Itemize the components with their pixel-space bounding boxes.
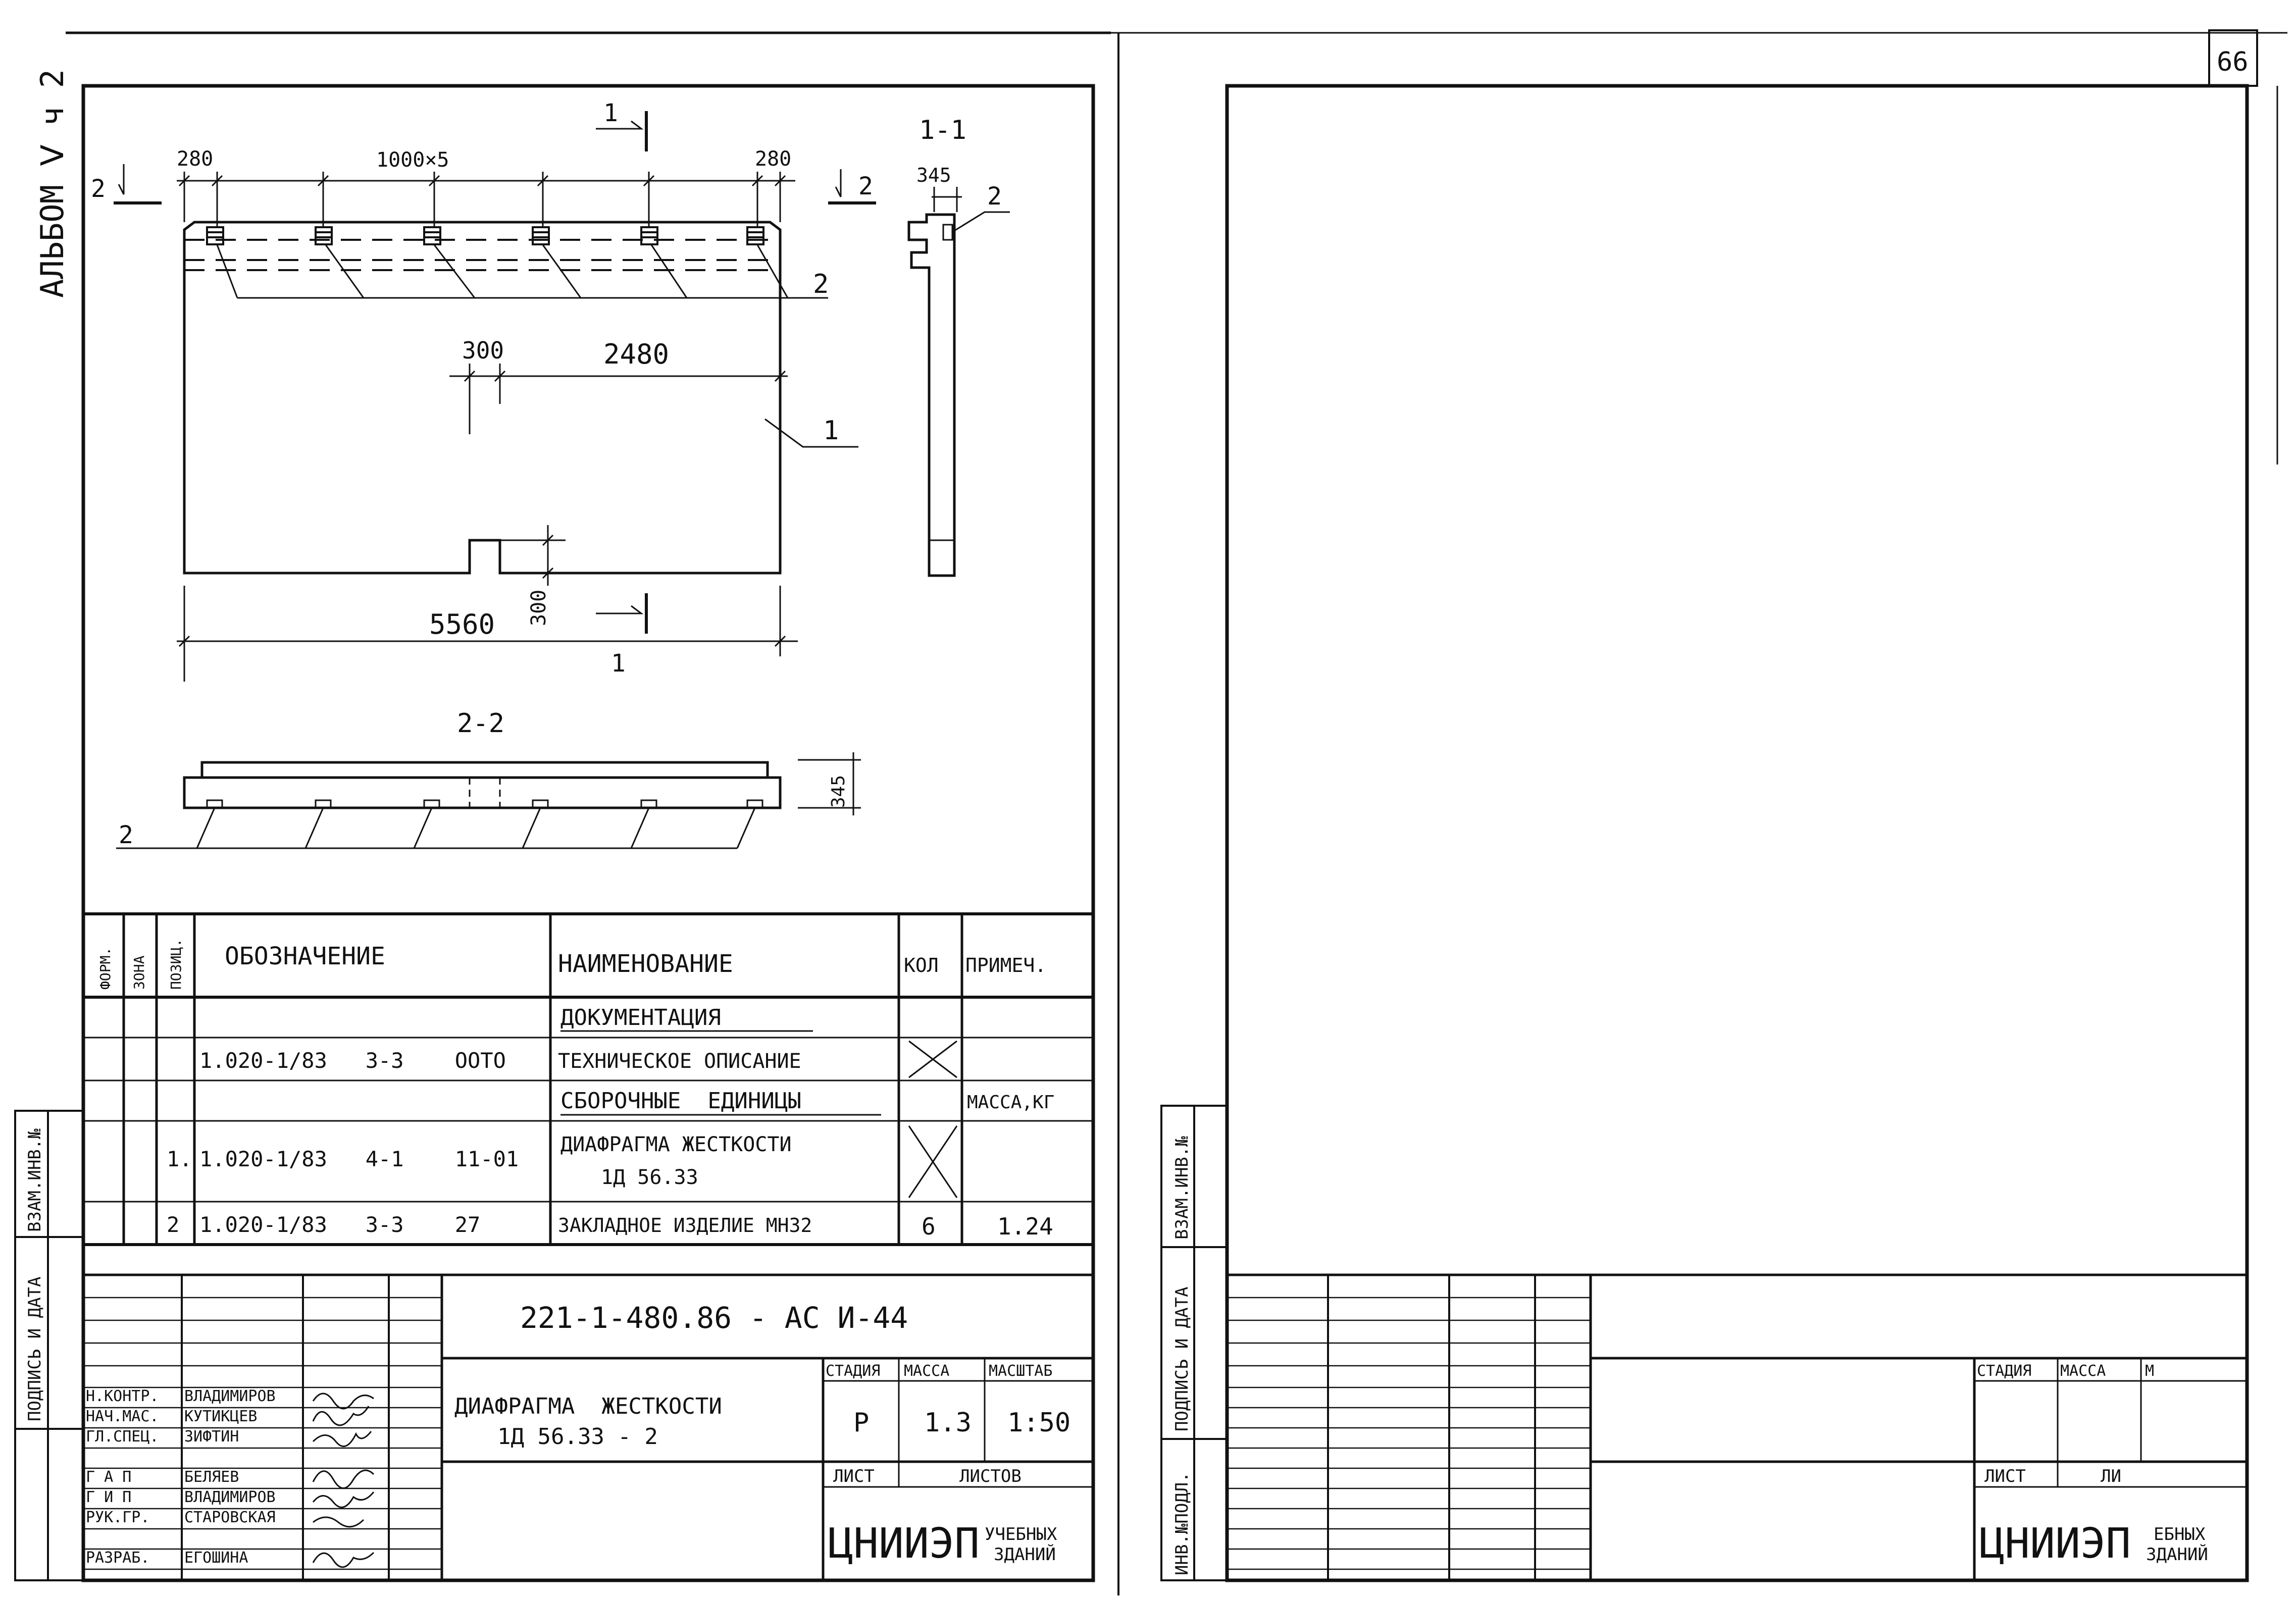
- section-2-2-title: 2-2: [457, 708, 504, 739]
- dim-2480: 2480: [603, 338, 669, 370]
- tb-title-line2: 1Д 56.33 - 2: [497, 1424, 658, 1450]
- tb-person-role: РАЗРАБ.: [86, 1549, 149, 1567]
- pos-leader-1: 1: [823, 416, 839, 446]
- tb-mass-label: МАССА: [904, 1362, 949, 1380]
- dim-300-notch: 300: [527, 590, 550, 626]
- section-1-1-pos2: 2: [987, 182, 1002, 211]
- tb-stage-value: Р: [853, 1408, 869, 1438]
- tb-people: Н.КОНТР. ВЛАДИМИРОВ НАЧ.МАС. КУТИКЦЕВ ГЛ…: [86, 1387, 276, 1567]
- right-stamp-podpis: ПОДПИСЬ И ДАТА: [1172, 1286, 1192, 1431]
- rtb-sheet-label: ЛИСТ: [1984, 1466, 2026, 1486]
- dim-280-left: 280: [177, 147, 213, 171]
- dim-345-plan: 345: [828, 775, 849, 808]
- tb-sheet-label: ЛИСТ: [833, 1466, 875, 1486]
- dim-1000x5: 1000×5: [376, 148, 449, 172]
- row2-name: ТЕХНИЧЕСКОЕ ОПИСАНИЕ: [558, 1050, 801, 1073]
- hdr-note: ПРИМЕЧ.: [965, 954, 1046, 976]
- cut-mark-2-right: 2: [858, 172, 873, 200]
- left-stamp-podpis: ПОДПИСЬ И ДАТА: [25, 1276, 45, 1421]
- pos-leader-2: 2: [813, 269, 829, 299]
- section-1-1-title: 1-1: [919, 115, 966, 145]
- row2-designation: 1.020-1/83 3-3 ООТО: [199, 1048, 506, 1073]
- right-side-stamp: [1160, 1105, 1228, 1581]
- sheet-frames: [66, 29, 2287, 1595]
- row4-name: ДИАФРАГМА ЖЕСТКОСТИ: [560, 1133, 792, 1156]
- row5-name: ЗАКЛАДНОЕ ИЗДЕЛИЕ МН32: [558, 1214, 812, 1236]
- tb-title-line1: ДИАФРАГМА ЖЕСТКОСТИ: [454, 1394, 722, 1419]
- tb-person-name: ВЛАДИМИРОВ: [184, 1488, 276, 1506]
- row4-designation: 1.020-1/83 4-1 11-01: [199, 1147, 519, 1171]
- row5-note: 1.24: [997, 1213, 1053, 1240]
- rtb-stage-label: СТАДИЯ: [1977, 1362, 2031, 1380]
- tb-person-role: РУК.ГР.: [86, 1509, 149, 1526]
- tb-sheets-label: ЛИСТОВ: [959, 1466, 1022, 1486]
- section-2-2-pos2: 2: [119, 821, 133, 849]
- tb-person-name: ВЛАДИМИРОВ: [184, 1387, 276, 1405]
- page-number: 66: [2217, 47, 2249, 77]
- section-1-1: [907, 187, 1010, 577]
- tb-mass-value: 1.3: [924, 1408, 972, 1438]
- tb-person-role: ГЛ.СПЕЦ.: [86, 1428, 159, 1446]
- signatures: [312, 1393, 375, 1568]
- tb-code: 221-1-480.86 - АС И-44: [520, 1301, 908, 1335]
- rtb-mass-label: МАССА: [2060, 1362, 2106, 1380]
- tb-person-role: НАЧ.МАС.: [86, 1408, 159, 1425]
- row5-pos: 2: [167, 1212, 179, 1237]
- hdr-qty: КОЛ: [904, 954, 939, 976]
- rtb-org-sub1: ЕБНЫХ: [2154, 1524, 2206, 1544]
- tb-org-sub2: ЗДАНИЙ: [994, 1544, 1056, 1565]
- rtb-org-sub2: ЗДАНИЙ: [2146, 1544, 2208, 1565]
- right-title-block-grid: [1227, 1273, 2247, 1580]
- left-side-stamp: [14, 1110, 84, 1581]
- tb-person-name: СТАРОВСКАЯ: [184, 1509, 276, 1526]
- row3-name: СБОРОЧНЫЕ ЕДИНИЦЫ: [560, 1088, 801, 1114]
- row4-pos: 1.: [167, 1147, 192, 1171]
- dim-345-section: 345: [916, 164, 951, 186]
- elevation-view: [114, 111, 876, 682]
- section-2-2: [116, 752, 861, 849]
- tb-scale-label: МАСШТАБ: [989, 1362, 1052, 1380]
- tb-person-name: ЕГОШИНА: [184, 1549, 248, 1567]
- hdr-zone: ЗОНА: [131, 955, 147, 990]
- tb-scale-value: 1:50: [1007, 1408, 1070, 1438]
- cut-mark-1-top: 1: [603, 99, 618, 127]
- tb-person-name: БЕЛЯЕВ: [184, 1468, 239, 1486]
- rtb-sheets-label: ЛИ: [2101, 1466, 2121, 1486]
- tb-person-role: Н.КОНТР.: [86, 1387, 159, 1405]
- hdr-name: НАИМЕНОВАНИЕ: [558, 950, 733, 978]
- tb-org-sub1: УЧЕБНЫХ: [985, 1524, 1057, 1544]
- tb-person-name: ЗИФТИН: [184, 1428, 239, 1446]
- tb-stage-label: СТАДИЯ: [826, 1362, 880, 1380]
- right-stamp-vzam: ВЗАМ.ИНВ.№: [1172, 1136, 1192, 1240]
- hdr-designation: ОБОЗНАЧЕНИЕ: [225, 942, 385, 970]
- cut-mark-2-left: 2: [91, 175, 106, 203]
- right-stamp-inv: ИНВ.№ПОДЛ.: [1172, 1472, 1192, 1575]
- row5-qty: 6: [922, 1213, 936, 1240]
- dim-5560: 5560: [429, 608, 495, 640]
- hdr-format: ФОРМ.: [97, 947, 114, 990]
- rtb-org: ЦНИИЭП: [1979, 1520, 2131, 1568]
- hdr-position: ПОЗИЦ.: [168, 939, 184, 990]
- tb-person-name: КУТИКЦЕВ: [184, 1408, 258, 1425]
- dim-280-right: 280: [755, 147, 791, 171]
- tb-org: ЦНИИЭП: [828, 1520, 980, 1568]
- cut-mark-1-bottom: 1: [611, 649, 626, 678]
- spec-table-grid: [83, 912, 1093, 1246]
- embedded-plates: [206, 226, 764, 245]
- row5-designation: 1.020-1/83 3-3 27: [199, 1212, 480, 1237]
- row3-note: МАССА,КГ: [967, 1092, 1054, 1113]
- album-label: АЛЬБОМ Ⅴ ч 2: [34, 69, 71, 298]
- left-stamp-vzam: ВЗАМ.ИНВ.№: [25, 1128, 45, 1232]
- row4-name2: 1Д 56.33: [601, 1166, 698, 1189]
- title-block-grid: [83, 1273, 1093, 1580]
- dim-300-top: 300: [462, 337, 504, 364]
- row1-name: ДОКУМЕНТАЦИЯ: [560, 1005, 721, 1030]
- tb-person-role: Г И П: [86, 1488, 131, 1506]
- rtb-scale-label: М: [2145, 1362, 2154, 1380]
- tb-person-role: Г А П: [86, 1468, 131, 1486]
